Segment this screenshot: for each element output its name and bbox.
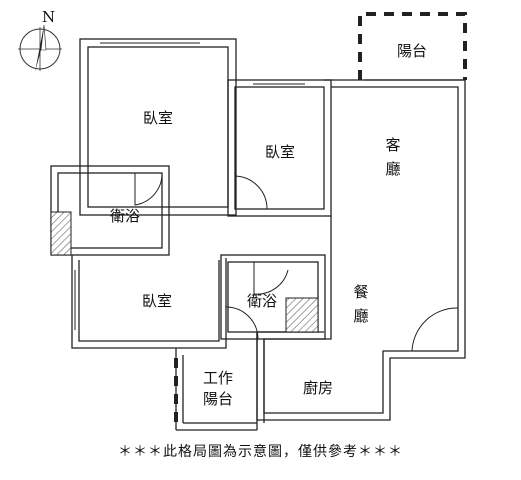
disclaimer-note: ＊＊＊此格局圖為示意圖，僅供參考＊＊＊ (118, 444, 403, 460)
walls (50, 38, 466, 431)
room-label-kitchen: 廚房 (303, 379, 333, 397)
door-main (411, 307, 459, 352)
balcony-top-rail (358, 12, 467, 80)
door-kitchen (225, 306, 259, 340)
room-label-dining-2: 廳 (353, 307, 368, 325)
compass: N (18, 8, 62, 72)
room-label-utility-2: 陽台 (203, 390, 233, 408)
room-label-bathroom-1: 衛浴 (110, 207, 140, 225)
door-bathroom-2 (253, 262, 289, 295)
doors (134, 173, 459, 352)
room-label-balcony: 陽台 (397, 42, 427, 60)
door-bedroom-2 (234, 175, 268, 210)
room-label-bedroom-2: 臥室 (265, 143, 295, 161)
pipe-shaft-bathroom (285, 297, 319, 333)
room-label-dining-1: 餐 (353, 283, 368, 301)
windows (74, 42, 305, 330)
hatched-shafts (50, 211, 319, 333)
room-label-utility-1: 工作 (203, 369, 233, 387)
room-label-bathroom-2: 衛浴 (247, 292, 277, 310)
room-label-bedroom-1: 臥室 (143, 109, 173, 127)
compass-needle-icon (35, 25, 44, 72)
door-bathroom-1 (134, 173, 163, 206)
pipe-shaft-left (50, 211, 72, 256)
room-label-living-1: 客 (385, 136, 400, 154)
north-label: N (42, 8, 55, 26)
room-label-bedroom-3: 臥室 (142, 292, 172, 310)
room-label-living-2: 廳 (385, 160, 400, 178)
